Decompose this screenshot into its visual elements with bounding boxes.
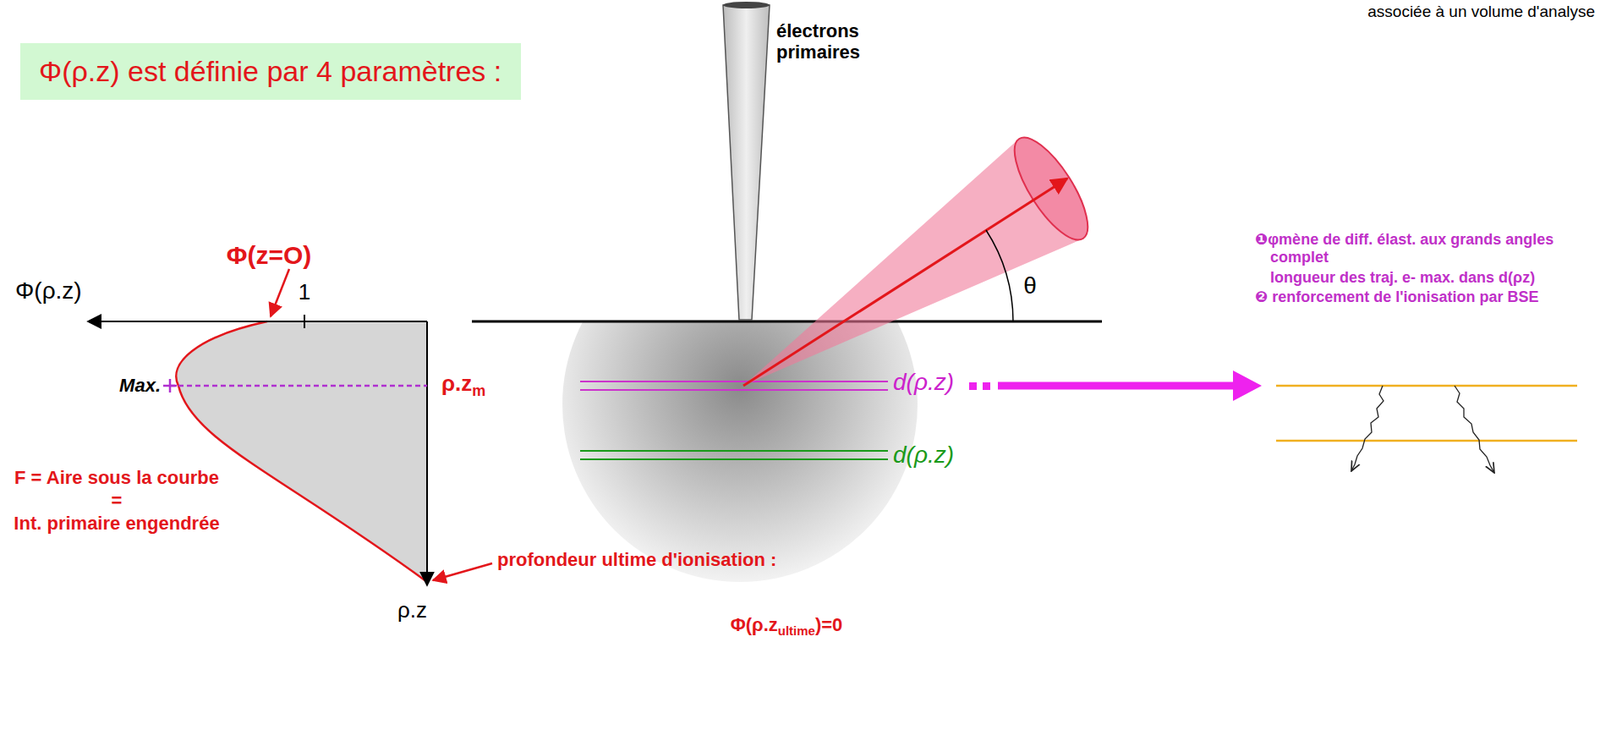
angle-label: θ [1023, 272, 1037, 299]
axis-label: ρ.z [397, 597, 428, 623]
area-note-wrap: = [111, 489, 123, 511]
layer-label: d(ρ.z) [893, 368, 954, 395]
sample-surface [471, 320, 1102, 324]
note-wrap: ❶φmène de diff. élast. aux grands angles… [1254, 230, 1600, 266]
max-line [169, 384, 428, 388]
electron-trajectory [1351, 385, 1384, 472]
depth-formula: Φ(ρ.z [730, 613, 779, 636]
beam-label: électrons primaires [776, 20, 861, 63]
angle-arc [986, 230, 1014, 322]
layer-line [580, 449, 888, 452]
note: ❷ renforcement de l'ionisation par BSE [1254, 288, 1540, 306]
axis-tick [303, 314, 306, 329]
layer-label-wrap: d(ρ.z) [893, 441, 954, 469]
tick-label: 1 [298, 279, 311, 305]
area-note: Int. primaire engendrée [13, 512, 220, 534]
note: ❶φmène de diff. élast. aux grands angles… [1254, 230, 1554, 266]
layer-line [580, 458, 888, 461]
leader-arrow [270, 268, 290, 317]
axis-label-wrap: Φ(ρ.z) [15, 277, 83, 305]
note: longueur des traj. e- max. dans d(ρz) [1270, 268, 1535, 286]
phi-rho-z-curve [175, 321, 428, 582]
formula-part: )=0 [815, 613, 843, 636]
subscript: ultime [778, 623, 816, 638]
interaction-volume [562, 321, 918, 582]
depth-formula-wrap: Φ(ρ.zultime)=0 [730, 613, 844, 639]
max-label-wrap: Max. [119, 374, 161, 396]
inset-layer-line [1276, 439, 1578, 443]
tick-label-wrap: 1 [298, 279, 311, 306]
electron-trajectory [1454, 385, 1495, 473]
emission-arrow [743, 178, 1068, 386]
leader-arrow [432, 563, 493, 581]
axis-label: Φ(ρ.z) [15, 277, 83, 304]
area-note: F = Aire sous la courbe [14, 466, 220, 488]
depth-axis [426, 321, 428, 586]
layer-label-wrap: d(ρ.z) [893, 368, 954, 396]
max-depth-label: ρ.z [441, 370, 472, 396]
beam-label-wrap: électrons primaires [776, 20, 883, 64]
area-note-wrap: F = Aire sous la courbe [14, 466, 220, 488]
corner-note-wrap: associée à un volume d'analyse [1367, 2, 1595, 22]
area-note-wrap: Int. primaire engendrée [13, 512, 220, 534]
depth-note: profondeur ultime d'ionisation : [497, 548, 777, 570]
layer-label: d(ρ.z) [893, 441, 954, 468]
inset-layer-line [1276, 384, 1578, 388]
subscript: m [471, 382, 486, 400]
layer-line [580, 389, 888, 391]
note-wrap: longueur des traj. e- max. dans d(ρz) [1270, 268, 1535, 287]
box-text: Φ(ρ.z) est définie par 4 paramètres : [38, 54, 503, 88]
axis-label-wrap: ρ.z [397, 597, 428, 624]
corner-note: associée à un volume d'analyse [1367, 2, 1595, 21]
big-arrow-head [1232, 370, 1262, 401]
max-label: Max. [119, 374, 161, 396]
phi-axis [87, 320, 428, 323]
angle-label-wrap: θ [1023, 272, 1037, 300]
dash-mark [982, 382, 991, 390]
depth-note-wrap: profondeur ultime d'ionisation : [497, 548, 777, 570]
surface-value-label: Φ(z=O) [226, 241, 312, 269]
surface-value-label-wrap: Φ(z=O) [226, 241, 312, 271]
max-mark [163, 378, 177, 393]
area-note: = [111, 489, 123, 511]
dash-mark [969, 382, 977, 390]
definition-box: Φ(ρ.z) est définie par 4 paramètres : [20, 43, 521, 100]
beam-aperture [723, 1, 770, 9]
big-arrow [997, 382, 1237, 390]
layer-line [580, 380, 888, 383]
curve-area [175, 321, 428, 582]
max-depth-label-wrap: ρ.zm [441, 371, 486, 400]
electron-beam [723, 5, 770, 320]
note-wrap: ❷ renforcement de l'ionisation par BSE [1254, 288, 1540, 307]
